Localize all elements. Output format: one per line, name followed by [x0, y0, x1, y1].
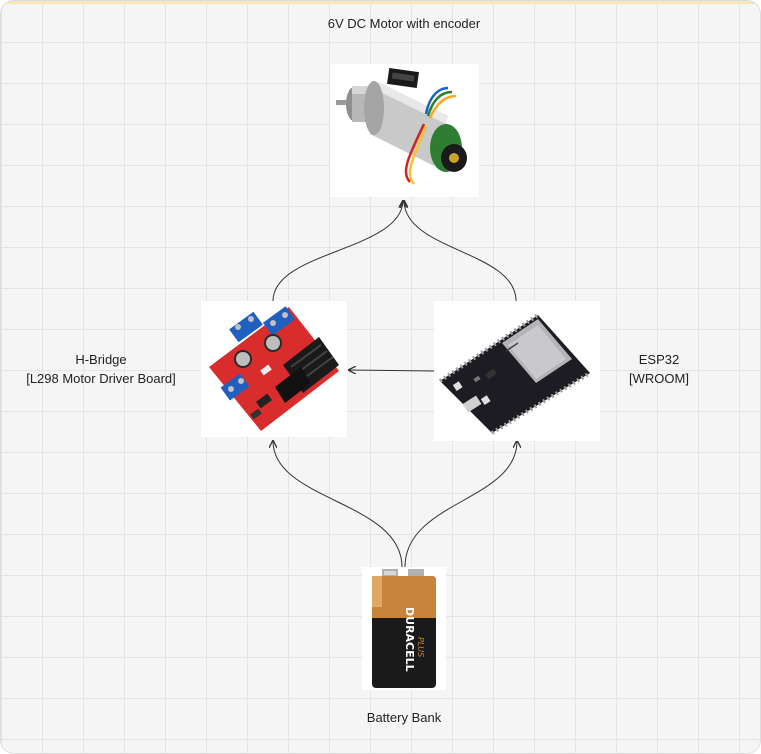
edge-esp32-to-motor: [404, 201, 517, 302]
motor-image: [330, 64, 479, 197]
hbridge-title: H-Bridge: [75, 352, 127, 367]
dc-motor-picture: [336, 67, 467, 185]
l298-board-picture: [209, 306, 339, 431]
hbridge-subtitle: [L298 Motor Driver Board]: [26, 371, 176, 386]
motor-title: 6V DC Motor with encoder: [327, 16, 481, 31]
esp32-subtitle: [WROOM]: [629, 371, 689, 386]
battery-label: Battery Bank: [366, 710, 442, 725]
edge-battery-to-hbridge: [273, 441, 403, 568]
edge-hbridge-to-motor: [272, 201, 403, 302]
canvas-top-accent: [1, 1, 760, 4]
battery-subbrand: PLUS: [416, 637, 425, 657]
edge-esp32-to-hbridge: [349, 370, 435, 371]
hbridge-image: [201, 301, 347, 437]
battery-image: DURACELL PLUS: [362, 567, 446, 690]
battery-brand: DURACELL: [403, 607, 416, 672]
esp32-image: [434, 301, 600, 441]
esp32-title: ESP32: [638, 352, 680, 367]
esp32-board-picture: [438, 313, 592, 435]
battery-picture: DURACELL PLUS: [372, 569, 436, 688]
edge-battery-to-esp32: [404, 441, 517, 568]
